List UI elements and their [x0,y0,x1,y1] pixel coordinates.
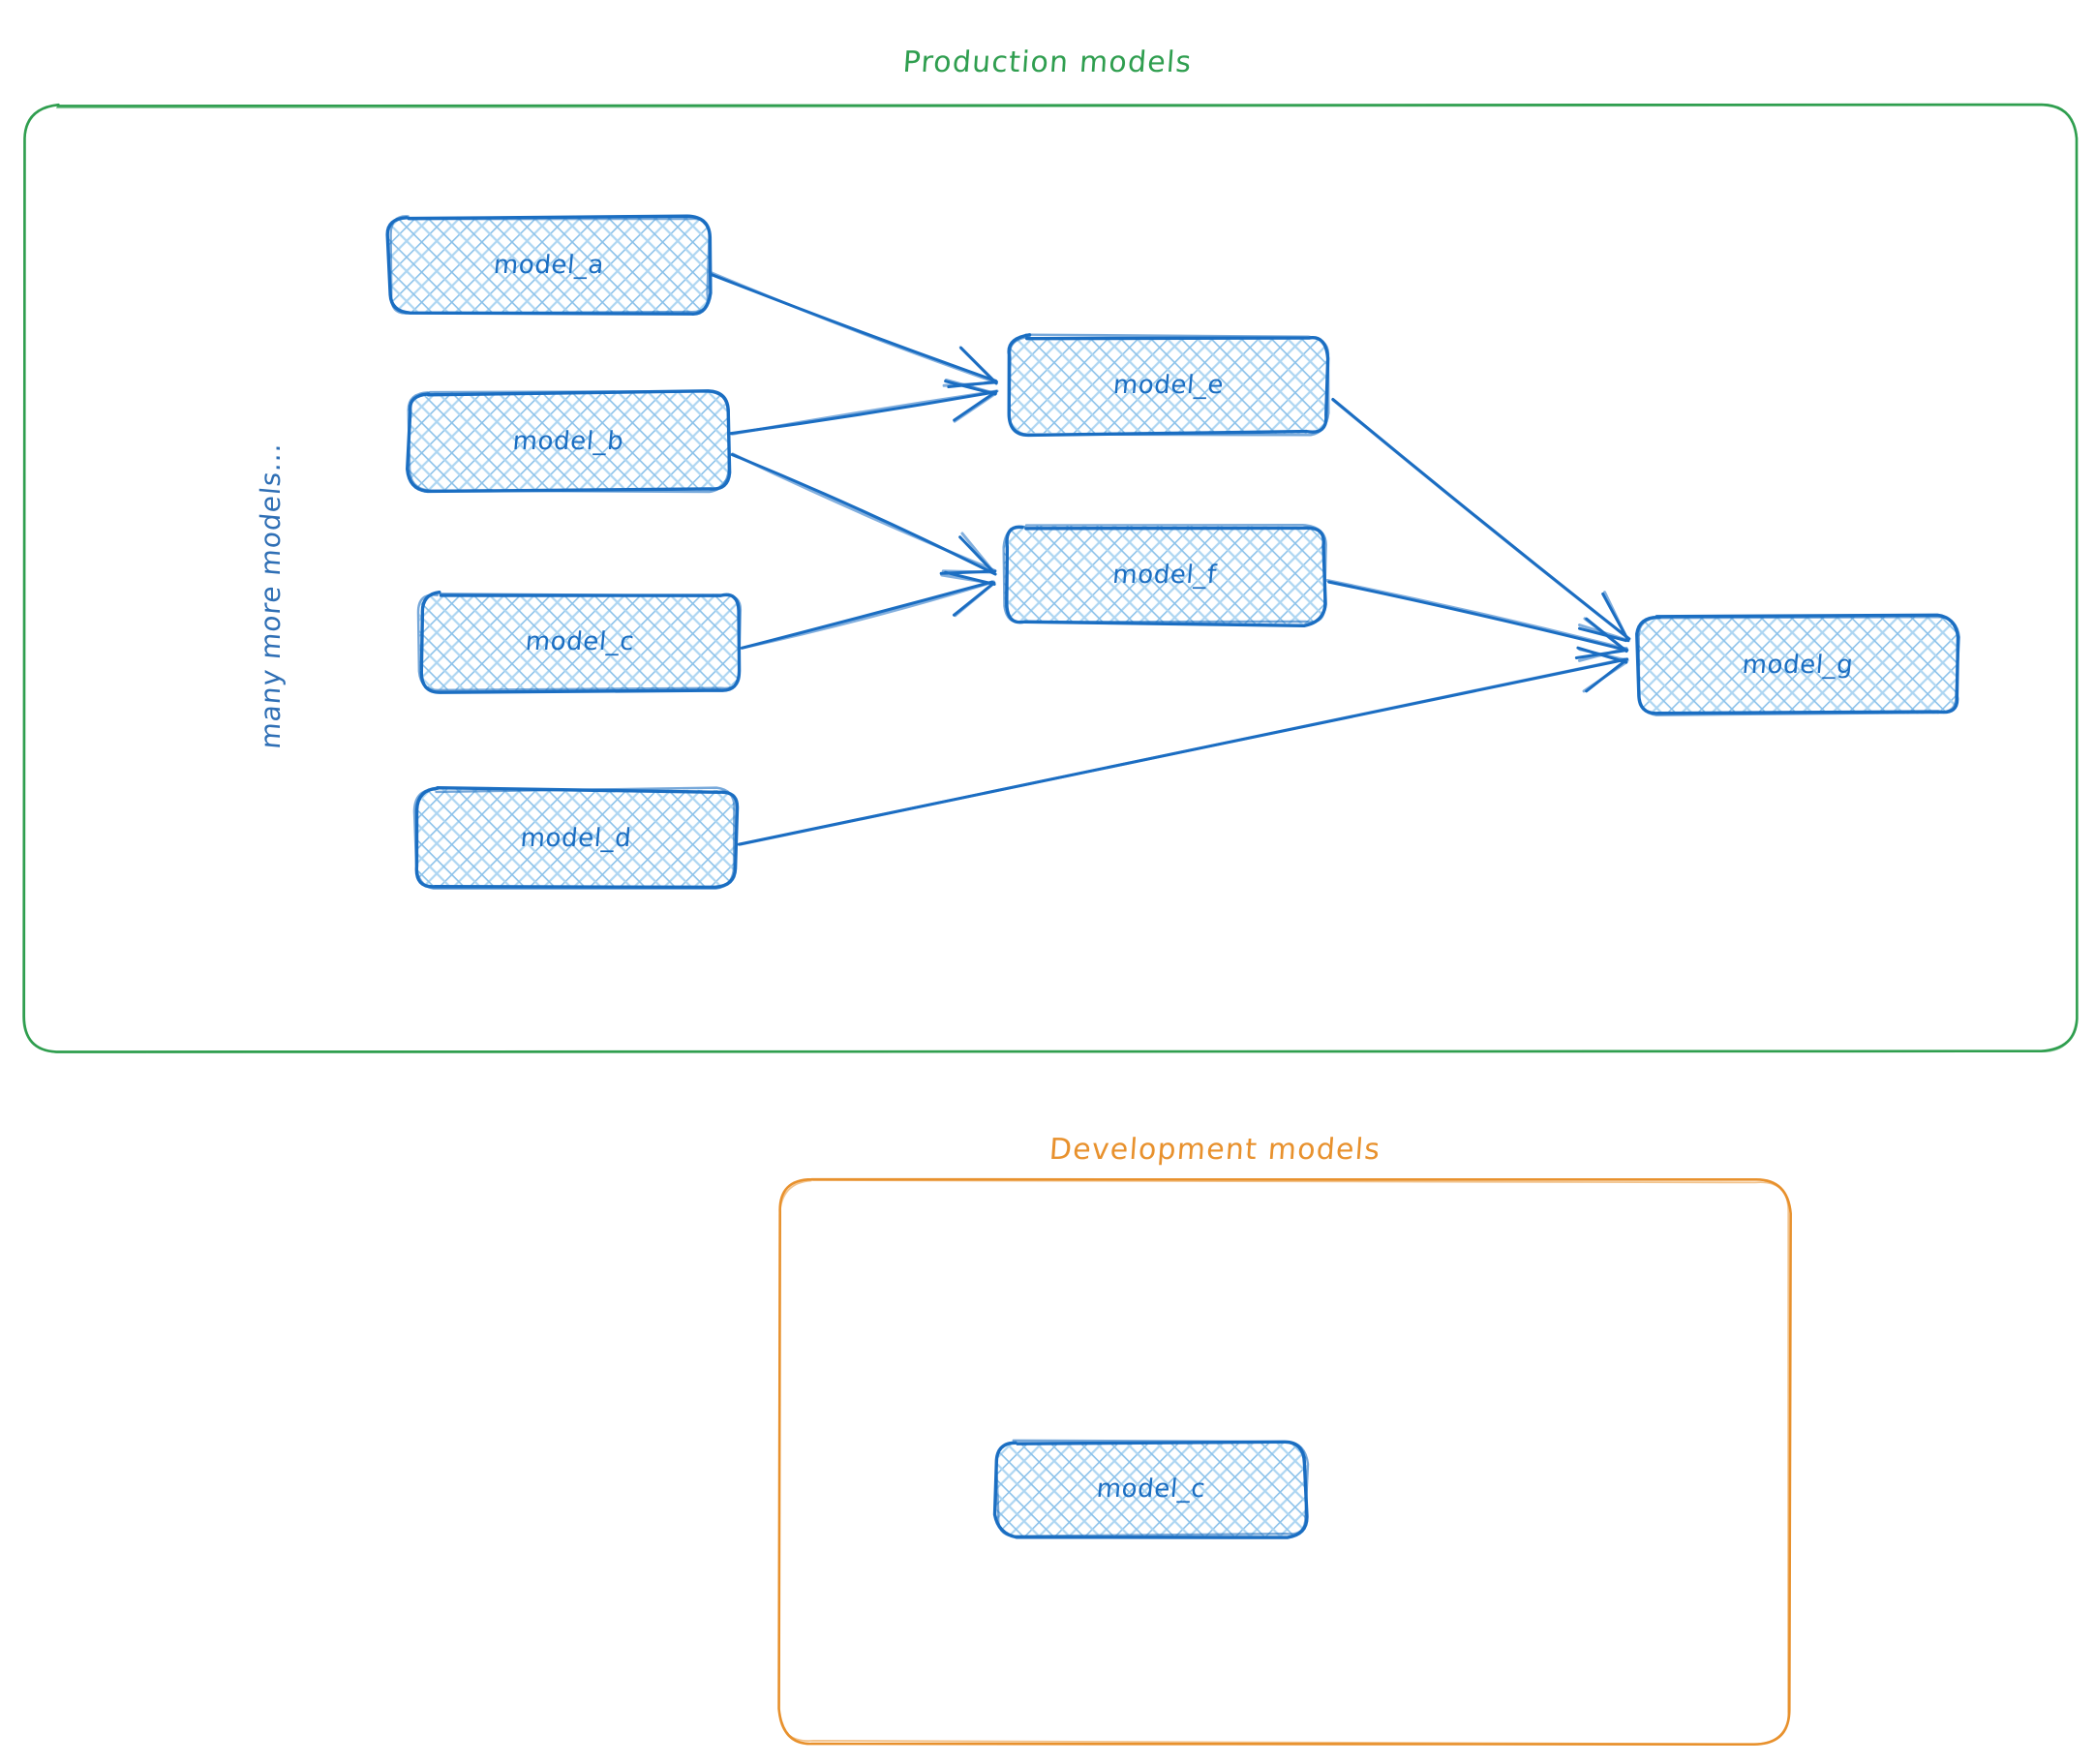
node-model_a[interactable] [385,214,713,316]
group-label-development: Development models [1048,1133,1382,1167]
node-model_c_dev[interactable] [992,1439,1310,1539]
group-label-production: Production models [901,46,1194,79]
arrowhead [1578,648,1629,662]
node-model_e[interactable] [1007,333,1330,438]
arrowhead [940,573,994,586]
edge-line [730,389,999,436]
node-outline [994,1439,1310,1537]
node-outline [389,215,711,315]
node-model_d[interactable] [412,786,740,890]
edge-model_d-to-model_g [737,646,1629,846]
node-fill [996,1442,1307,1536]
edge-line [1331,398,1630,640]
edge-model_a-to-model_e [708,270,998,389]
node-outline [1002,524,1327,623]
node-fill [388,217,710,315]
node-model_b[interactable] [406,389,732,494]
edge-line [741,580,995,650]
node-fill [1008,336,1328,434]
arrowhead [1582,660,1628,693]
arrowhead [1583,617,1627,653]
arrowhead [1602,591,1629,642]
node-fill [1637,616,1958,715]
node-outline [1637,615,1960,716]
edge-line [731,452,997,572]
node-model_c[interactable] [416,591,742,694]
edge-model_b-to-model_f [730,452,997,576]
edge-line [708,270,997,383]
arrowhead [941,569,996,574]
arrowhead [958,346,998,385]
node-fill [419,593,741,691]
edge-model_c-to-model_f [740,570,996,650]
arrowhead [944,379,998,395]
node-outline [407,390,730,494]
node-fill [1004,526,1324,624]
annotation-many-more-models: many more models... [255,441,287,750]
node-fill [415,789,736,887]
edge-line [1325,579,1628,651]
group-container-production [22,103,2079,1054]
node-model_g[interactable] [1635,613,1960,716]
edge-line [739,657,1626,846]
edge-model_e-to-model_g [1331,397,1631,643]
group-container-development [777,1177,1792,1746]
arrowhead [960,532,995,573]
node-outline [414,786,740,890]
node-outline [412,786,736,890]
node-model_f[interactable] [1002,524,1327,628]
node-outline [416,593,742,692]
arrowhead [942,380,998,387]
arrowhead [954,582,996,618]
node-outline [419,591,742,694]
node-outline [1008,333,1330,437]
edge-model_b-to-model_e [728,379,999,436]
group-containers [22,103,2079,1746]
arrowhead [953,391,997,423]
edges [708,270,1631,846]
edge-line [1327,580,1627,652]
nodes [385,214,1960,1539]
node-fill [408,392,729,491]
